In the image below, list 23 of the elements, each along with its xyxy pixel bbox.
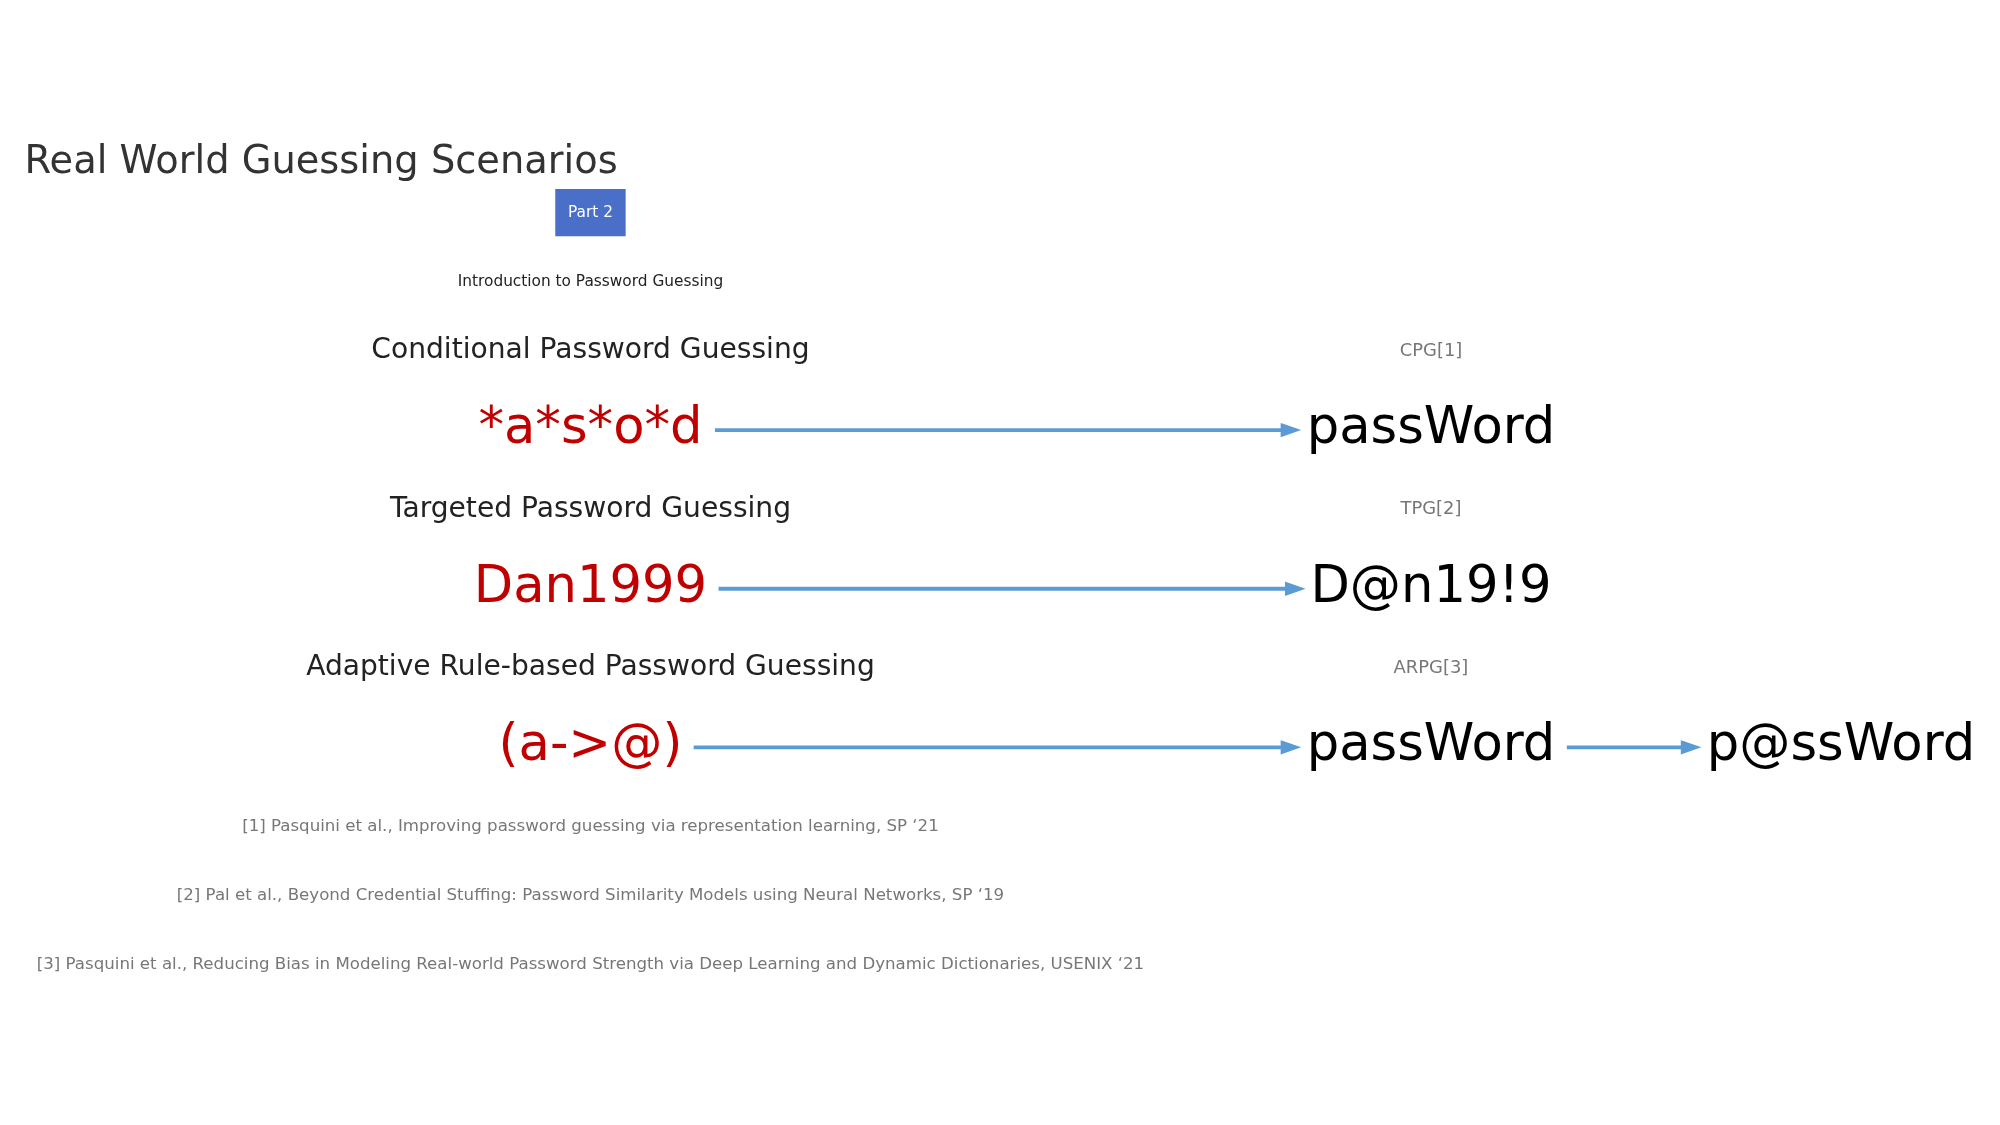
node-text: (a->@) [498, 713, 682, 773]
label: Targeted Password Guessing [389, 490, 791, 524]
label: ARPG[3] [1393, 655, 1468, 677]
arrow [693, 740, 1301, 755]
label: Adaptive Rule-based Password Guessing [305, 649, 875, 683]
label: CPG[1] [1399, 338, 1462, 360]
label: Conditional Password Guessing [370, 331, 810, 365]
arrow [1566, 740, 1701, 755]
node-text: passWord [1306, 713, 1555, 773]
node-text: passWord [1306, 395, 1555, 455]
node-text: p@ssWord [1706, 713, 1975, 773]
arrow [718, 581, 1306, 596]
label: Introduction to Password Guessing [457, 271, 723, 290]
label: TPG[2] [1400, 497, 1461, 519]
node-text: Dan1999 [473, 554, 707, 614]
label: [1] Pasquini et al., Improving password guessing via representation learning, SP ‘21 [241, 816, 939, 836]
node-text: *a*s*o*d [477, 395, 703, 455]
label: Part 2 [567, 202, 613, 221]
diagram-title: Real World Guessing Scenarios [24, 136, 618, 182]
label: [3] Pasquini et al., Reducing Bias in Modeling Real-world Password Strength via Deep Learning and Dynamic Dictionaries, USENIX ‘21 [36, 954, 1144, 974]
node-text: D@n19!9 [1309, 554, 1552, 614]
label: [2] Pal et al., Beyond Credential Stuffing: Password Similarity Models using Neural Networks, SP ‘19 [176, 885, 1004, 905]
arrow [714, 422, 1301, 438]
